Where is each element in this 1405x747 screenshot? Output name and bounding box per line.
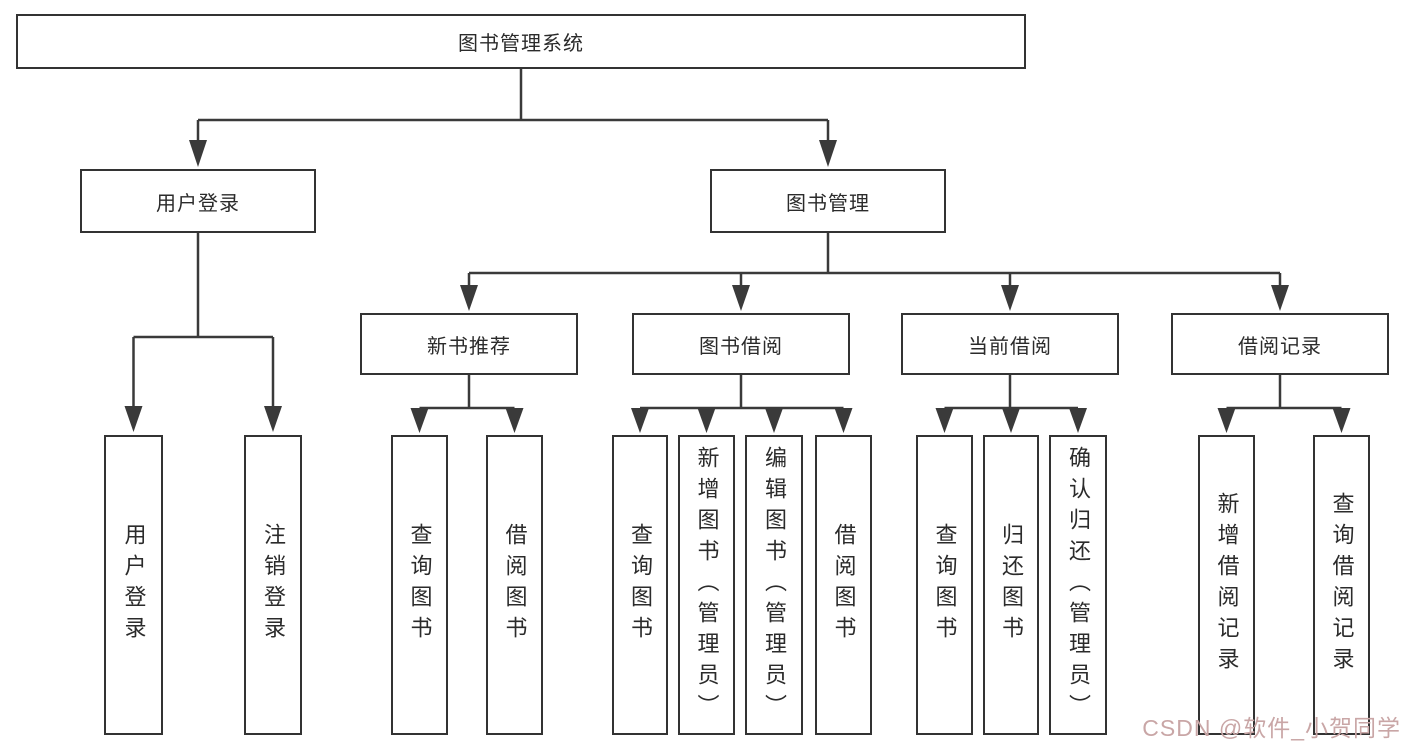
node-label: 确认归还（管理员）	[1066, 445, 1091, 725]
node-library-system: 图书管理系统	[16, 14, 1026, 69]
arrow-down-icon	[189, 140, 207, 167]
arrow-down-icon	[460, 285, 478, 311]
node-borrow-records: 借阅记录	[1171, 313, 1389, 375]
node-leaf-edit-books-admin: 编辑图书（管理员）	[745, 435, 803, 735]
node-new-book-recommend: 新书推荐	[360, 313, 578, 375]
node-label: 借阅记录	[1238, 335, 1322, 358]
node-label: 新增借阅记录	[1214, 492, 1240, 678]
arrow-down-icon	[1002, 408, 1020, 433]
node-leaf-add-borrow-record: 新增借阅记录	[1198, 435, 1255, 735]
node-leaf-add-books-admin: 新增图书（管理员）	[678, 435, 735, 735]
arrow-down-icon	[834, 408, 853, 433]
node-label: 新增图书（管理员）	[694, 445, 720, 725]
node-label: 查询借阅记录	[1329, 492, 1355, 678]
arrow-down-icon	[505, 408, 524, 433]
node-leaf-query-books: 查询图书	[612, 435, 668, 735]
arrow-down-icon	[732, 285, 750, 311]
node-label: 图书借阅	[699, 335, 783, 358]
node-book-management: 图书管理	[710, 169, 946, 233]
node-label: 新书推荐	[427, 335, 511, 358]
arrow-down-icon	[765, 408, 783, 433]
node-leaf-query-borrow-record: 查询借阅记录	[1313, 435, 1370, 735]
node-label: 图书管理系统	[458, 33, 584, 55]
arrow-down-icon	[1271, 285, 1289, 311]
node-leaf-borrow-books: 借阅图书	[486, 435, 543, 735]
arrow-down-icon	[1069, 408, 1087, 433]
node-label: 图书管理	[786, 192, 870, 215]
node-leaf-return-books: 归还图书	[983, 435, 1039, 735]
node-user-login: 用户登录	[80, 169, 316, 233]
node-label: 归还图书	[999, 523, 1024, 647]
node-label: 借阅图书	[831, 523, 857, 647]
node-leaf-confirm-return-admin: 确认归还（管理员）	[1049, 435, 1107, 735]
node-leaf-query-books: 查询图书	[916, 435, 973, 735]
arrow-down-icon	[410, 408, 429, 433]
arrow-down-icon	[124, 406, 143, 432]
node-leaf-query-books: 查询图书	[391, 435, 448, 735]
node-leaf-logout: 注销登录	[244, 435, 302, 735]
arrow-down-icon	[264, 406, 282, 432]
arrow-down-icon	[935, 408, 954, 433]
node-label: 编辑图书（管理员）	[762, 445, 787, 725]
node-label: 查询图书	[932, 523, 958, 647]
node-leaf-user-login: 用户登录	[104, 435, 163, 735]
node-current-borrow: 当前借阅	[901, 313, 1119, 375]
node-label: 借阅图书	[502, 523, 528, 647]
watermark: CSDN @软件_小贺同学	[1142, 715, 1401, 741]
arrow-down-icon	[697, 408, 716, 433]
node-label: 用户登录	[121, 523, 147, 647]
node-label: 查询图书	[407, 523, 433, 647]
arrow-down-icon	[631, 408, 649, 433]
node-leaf-borrow-books: 借阅图书	[815, 435, 872, 735]
arrow-down-icon	[819, 140, 837, 167]
arrow-down-icon	[1332, 408, 1351, 433]
arrow-down-icon	[1001, 285, 1019, 311]
node-label: 当前借阅	[968, 335, 1052, 358]
node-label: 查询图书	[628, 523, 653, 647]
arrow-down-icon	[1217, 408, 1236, 433]
node-label: 注销登录	[261, 523, 286, 647]
node-book-borrow: 图书借阅	[632, 313, 850, 375]
node-label: 用户登录	[156, 192, 240, 215]
